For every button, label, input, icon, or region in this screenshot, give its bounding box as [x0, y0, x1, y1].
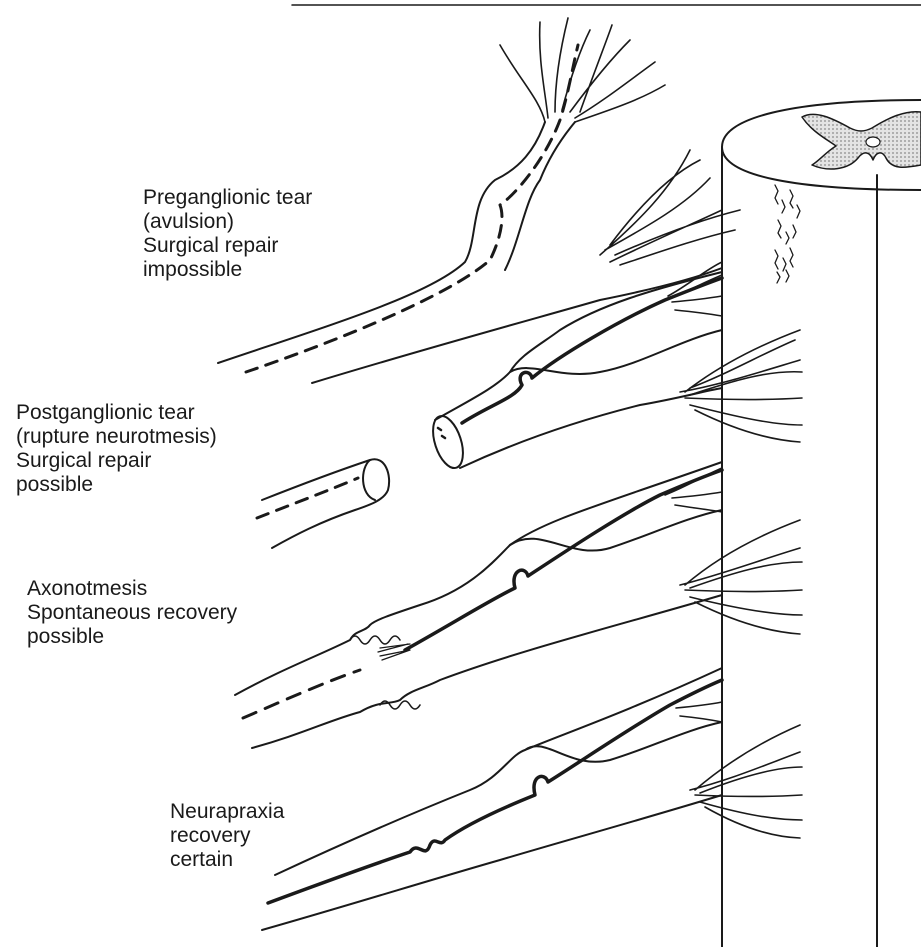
- label-line: Surgical repair: [143, 234, 312, 258]
- label-line: recovery: [170, 824, 284, 848]
- label-line: (avulsion): [143, 210, 312, 234]
- nerve-axonotmesis: [235, 462, 802, 748]
- distal-stump-cap: [363, 460, 375, 500]
- label-line: possible: [27, 625, 237, 649]
- proximal-dashes: [438, 428, 445, 438]
- label-axonotmesis: Axonotmesis Spontaneous recovery possibl…: [27, 577, 237, 649]
- spinal-cord-grey-matter: [802, 112, 921, 169]
- label-line: certain: [170, 848, 284, 872]
- label-line: Neurapraxia: [170, 800, 284, 824]
- nerve-outline-upper: [235, 462, 722, 695]
- proximal-outline-ganglion: [510, 330, 722, 374]
- nerve-outline-lower: [312, 268, 722, 383]
- spinal-cord: [722, 100, 921, 947]
- label-line: Spontaneous recovery: [27, 601, 237, 625]
- label-line: Axonotmesis: [27, 577, 237, 601]
- label-line: (rupture neurotmesis): [16, 425, 217, 449]
- proximal-axon: [462, 278, 722, 423]
- ganglion-outline: [525, 722, 722, 762]
- axon-frayed: [378, 644, 410, 660]
- ventral-rootlets-neu: [670, 680, 722, 722]
- ganglion-outline: [505, 122, 575, 270]
- distal-stump: [262, 459, 389, 548]
- label-preganglionic-tear: Preganglionic tear (avulsion) Surgical r…: [143, 186, 312, 282]
- distal-stump-axon: [257, 478, 358, 518]
- dorsal-rootlets-neu: [690, 725, 802, 838]
- ganglion-outline: [510, 510, 722, 551]
- label-line: Preganglionic tear: [143, 186, 312, 210]
- label-line: Postganglionic tear: [16, 401, 217, 425]
- dorsal-rootlets-post: [680, 330, 802, 442]
- nerve-postganglionic: [257, 262, 802, 548]
- dorsal-root-rootlets: [500, 18, 665, 122]
- nerve-outline-upper: [275, 668, 722, 875]
- label-line: Surgical repair: [16, 449, 217, 473]
- label-line: possible: [16, 473, 217, 497]
- nerve-outline-lower: [252, 595, 722, 748]
- axon-dashed: [243, 670, 360, 718]
- label-postganglionic-tear: Postganglionic tear (rupture neurotmesis…: [16, 401, 217, 497]
- label-line: impossible: [143, 258, 312, 282]
- dorsal-rootlets-axo: [680, 520, 802, 634]
- label-neurapraxia: Neurapraxia recovery certain: [170, 800, 284, 872]
- ventral-rootlets-torn: [600, 150, 740, 265]
- avulsed-rootlet-stubs: [775, 185, 800, 283]
- axon-intact-kinked: [268, 680, 722, 903]
- central-canal: [866, 137, 880, 147]
